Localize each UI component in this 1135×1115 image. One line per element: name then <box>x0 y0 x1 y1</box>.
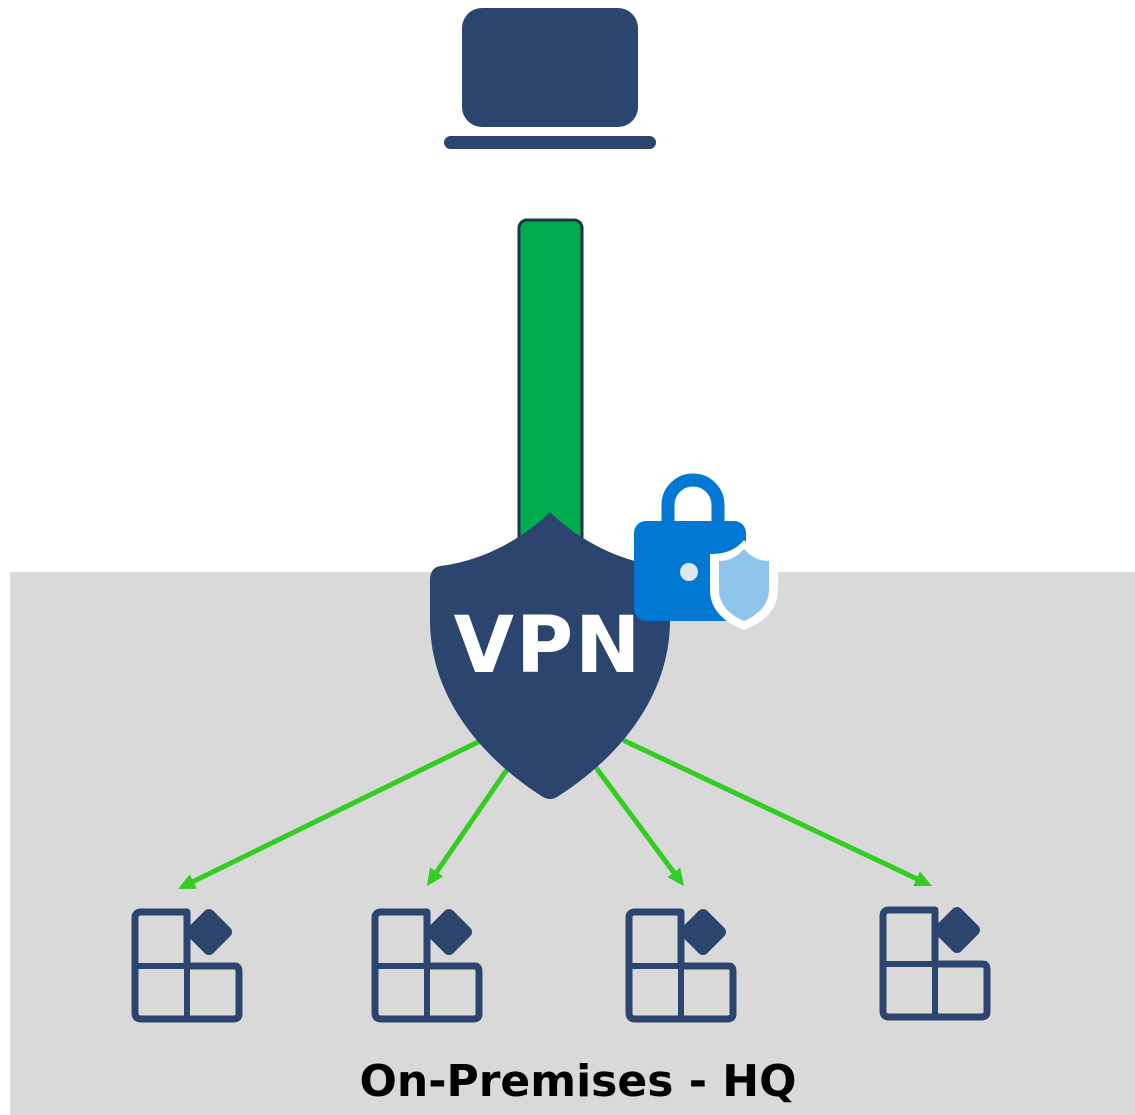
connection-arrow <box>594 766 684 886</box>
app-icon <box>879 906 991 1021</box>
zone-title: On-Premises - HQ <box>359 1056 796 1107</box>
lock-shield-icon <box>634 473 778 630</box>
laptop-icon <box>444 8 656 149</box>
app-icons <box>131 906 991 1023</box>
connection-arrow <box>427 768 509 886</box>
vpn-tunnel <box>517 218 584 552</box>
vpn-shield: VPN <box>430 512 670 799</box>
app-icon <box>625 908 737 1023</box>
connection-arrows <box>178 738 932 889</box>
vpn-label: VPN <box>454 601 643 691</box>
connection-arrow <box>622 738 932 886</box>
app-icon <box>371 908 483 1023</box>
connection-arrow <box>178 739 481 889</box>
app-icon <box>131 908 243 1023</box>
